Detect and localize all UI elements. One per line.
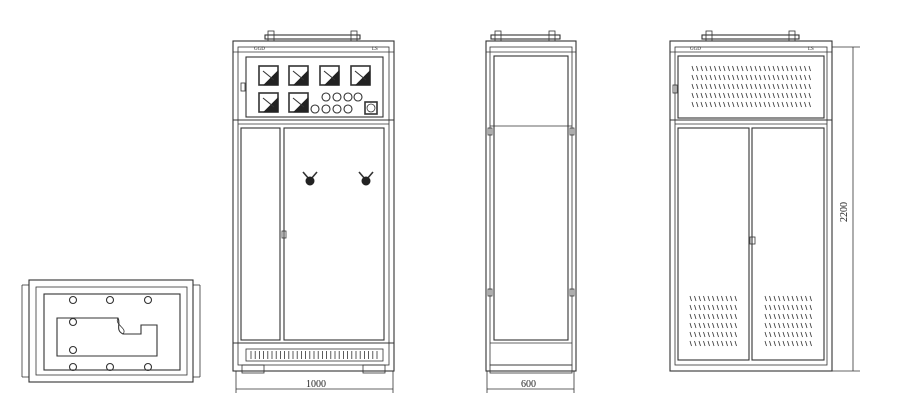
front-instrument-panel — [245, 56, 384, 118]
meter — [258, 92, 279, 113]
door-handle — [302, 171, 318, 186]
meter — [258, 65, 279, 86]
back-right-mark: LS — [808, 47, 814, 52]
meter — [288, 65, 309, 86]
indicator-light — [332, 92, 342, 102]
side-hinges — [487, 127, 575, 297]
indicator-light — [321, 104, 331, 114]
depth-side-label: 600 — [521, 379, 536, 390]
side-lifting-bar — [490, 30, 561, 42]
front-switch — [364, 101, 378, 115]
front-louver-band — [245, 348, 384, 362]
louver-group — [764, 295, 812, 347]
door-handle — [358, 171, 374, 186]
bolt-hole — [105, 295, 115, 305]
back-top-louvers — [691, 65, 811, 108]
side-view: 600 — [485, 30, 577, 393]
meter — [288, 92, 309, 113]
bolt-hole — [143, 295, 153, 305]
indicator-light — [343, 92, 353, 102]
indicator-light — [310, 104, 320, 114]
front-plinth-louvers — [250, 351, 378, 359]
back-cabinet-body — [669, 40, 833, 372]
indicator-light — [343, 104, 353, 114]
plan-bolt-holes — [68, 295, 153, 372]
plan-base-plate — [43, 293, 181, 371]
height-label: 2200 — [839, 202, 850, 222]
back-left-mark: GGD — [690, 47, 701, 52]
bolt-hole — [143, 362, 153, 372]
height-dimension: 2200 — [832, 46, 860, 372]
louver-row — [691, 65, 811, 72]
side-panel — [493, 55, 569, 341]
louver-group — [689, 295, 737, 347]
bolt-hole — [68, 317, 78, 327]
indicator-light — [353, 92, 363, 102]
bolt-hole — [68, 345, 78, 355]
side-depth-dimension: 600 — [486, 371, 575, 393]
front-width-dimension: 1000 — [235, 371, 394, 393]
back-lifting-bar — [701, 30, 800, 42]
plan-cable-cutout — [56, 317, 158, 357]
bolt-hole — [68, 295, 78, 305]
back-bottom-louvers — [689, 295, 812, 347]
bolt-hole — [105, 362, 115, 372]
back-left-door — [677, 127, 750, 361]
front-cabinet-frame-inner — [237, 46, 390, 366]
plan-view — [21, 279, 201, 383]
meter — [350, 65, 371, 86]
front-right-mark: LS — [372, 47, 378, 52]
front-left-mark: GGD — [254, 47, 265, 52]
front-indicator-lights — [310, 92, 363, 114]
back-view: GGD LS 2200 — [669, 30, 860, 372]
front-lifting-bar — [264, 30, 361, 42]
front-door-handles — [302, 171, 374, 186]
back-top-panel — [677, 55, 825, 119]
front-side-panel — [240, 127, 281, 341]
plan-outer-frame — [28, 279, 194, 383]
indicator-light — [332, 104, 342, 114]
front-door — [283, 127, 385, 341]
louver-row — [691, 83, 811, 90]
meter — [319, 65, 340, 86]
indicator-light — [321, 92, 331, 102]
louver-row — [691, 101, 811, 108]
louver-row — [691, 74, 811, 81]
bolt-hole — [68, 362, 78, 372]
width-front-label: 1000 — [306, 379, 326, 390]
louver-row — [691, 92, 811, 99]
front-view: GGD LS 1000 — [232, 30, 395, 393]
front-meters — [258, 65, 371, 113]
plan-inner-frame — [35, 286, 188, 376]
front-cabinet-body — [232, 40, 395, 372]
side-cabinet-body — [485, 40, 577, 372]
